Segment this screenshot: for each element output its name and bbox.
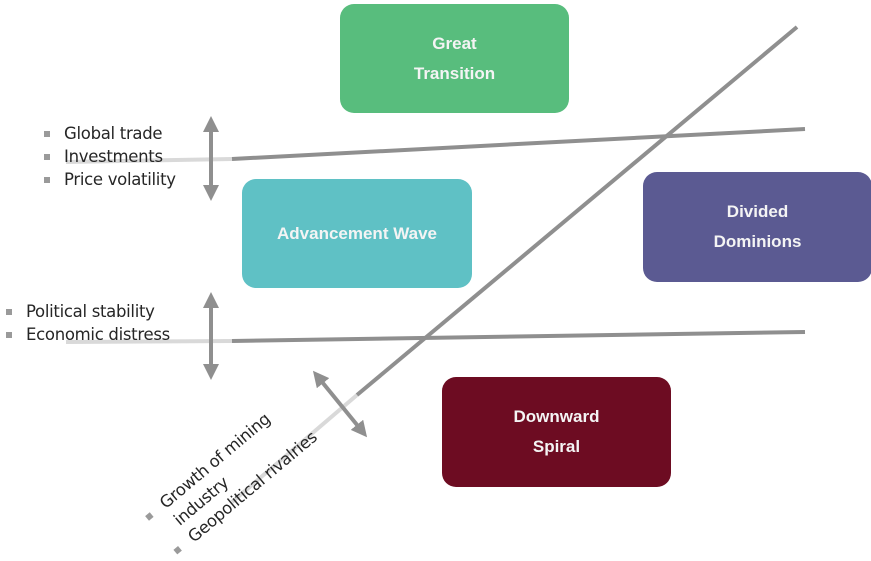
scenario-label-line: Dominions (713, 232, 802, 251)
list-item: Political stability (6, 300, 170, 323)
bullet-square-icon (44, 130, 50, 137)
bullet-square-icon (44, 176, 50, 183)
list-item: Price volatility (44, 168, 176, 191)
list-item: Global trade (44, 122, 176, 145)
scenario-great-transition: Great Transition (340, 4, 569, 113)
bullet-square-icon (6, 331, 12, 338)
scenario-label-line: Great (432, 33, 477, 53)
list-item: Investments (44, 145, 176, 168)
list-item: Economic distress (6, 323, 170, 346)
lower-driver-list: Political stability Economic distress (6, 300, 170, 346)
scenario-advancement-wave: Advancement Wave (242, 179, 472, 288)
bullet-square-icon (44, 153, 50, 160)
scenario-label-line: Divided (726, 202, 789, 221)
scenario-label-line: Advancement Wave (277, 223, 437, 243)
bullet-square-icon (6, 308, 12, 315)
diagonal-axis-line (355, 25, 799, 397)
scenario-label-line: Transition (413, 63, 496, 83)
lower-axis-line (231, 330, 806, 343)
scenario-label-line: Spiral (532, 437, 581, 456)
upper-driver-list: Global trade Investments Price volatilit… (44, 122, 176, 191)
scenario-label-line: Downward (513, 407, 600, 426)
scenario-downward-spiral: Downward Spiral (442, 377, 671, 487)
scenario-divided-dominions: Divided Dominions (643, 172, 871, 282)
diagonal-double-arrow-icon (312, 370, 368, 438)
upper-axis-line (231, 127, 806, 161)
